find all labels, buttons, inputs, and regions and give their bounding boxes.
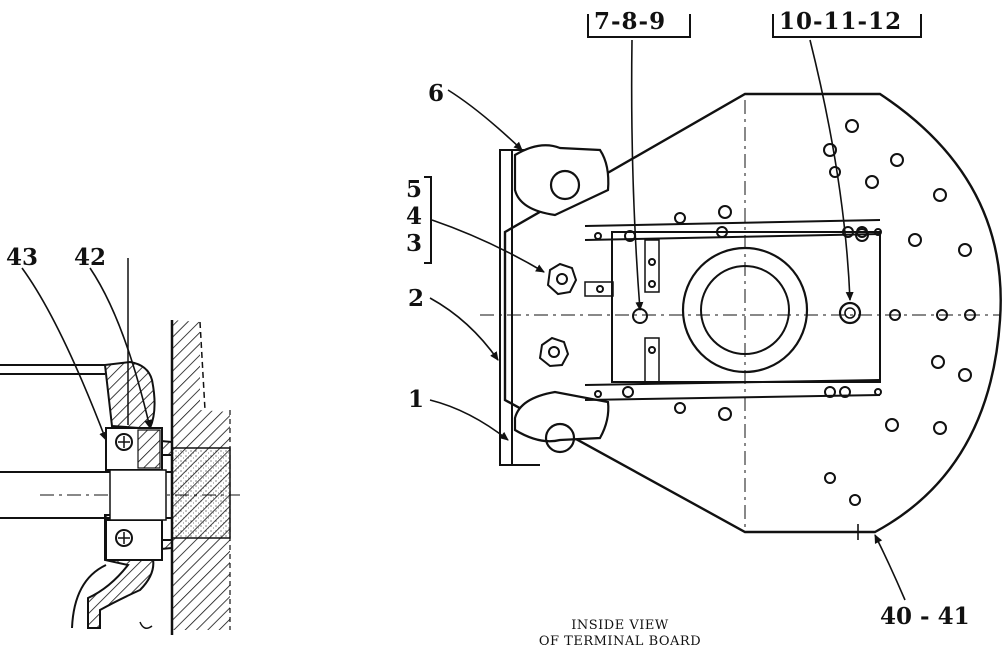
callout-40-41: 40 - 41 <box>880 603 970 630</box>
callout-2: 2 <box>408 285 425 312</box>
callout-3: 3 <box>406 230 423 257</box>
leader-7-8-9 <box>630 39 644 311</box>
leader-6 <box>447 89 523 151</box>
callout-5: 5 <box>406 176 423 203</box>
caption-line-1: INSIDE VIEW <box>571 618 669 633</box>
leader-2 <box>429 297 499 361</box>
leader-1 <box>429 399 509 441</box>
callout-4: 4 <box>406 203 423 230</box>
callout-1: 1 <box>408 386 425 413</box>
callout-7-8-9: 7-8-9 <box>594 8 667 35</box>
bearing-section-view <box>0 258 240 635</box>
callout-42: 42 <box>74 244 107 271</box>
terminal-board-view <box>480 92 1002 540</box>
leader-10-11-12 <box>809 39 854 301</box>
leader-43 <box>21 267 107 441</box>
leader-3-4-5 <box>431 219 545 273</box>
view-caption: INSIDE VIEW OF TERMINAL BOARD <box>520 618 720 651</box>
bracket-10-11-12 <box>772 14 922 38</box>
bracket-7-8-9 <box>587 14 691 38</box>
callout-6: 6 <box>428 80 445 107</box>
leader-42 <box>89 267 153 429</box>
bracket-3-4-5 <box>424 176 432 264</box>
caption-line-2: OF TERMINAL BOARD <box>538 634 702 650</box>
terminal-board-outline <box>503 92 1002 534</box>
callout-43: 43 <box>6 244 39 271</box>
leader-40-41 <box>874 534 906 601</box>
callout-10-11-12: 10-11-12 <box>779 8 903 35</box>
